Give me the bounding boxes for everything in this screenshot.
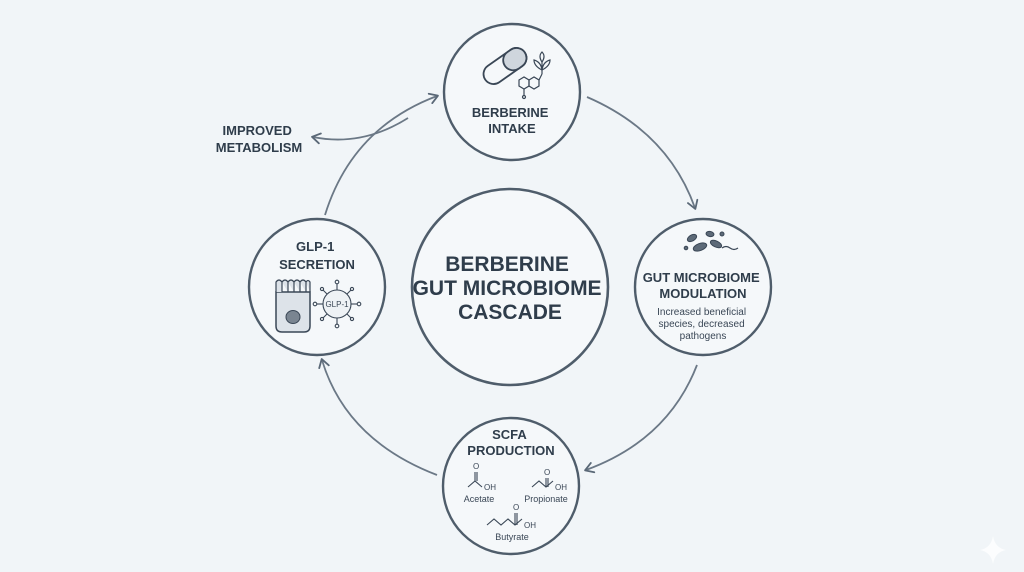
improved-metabolism-line-1: IMPROVED — [223, 123, 292, 138]
intake-title-line-2: INTAKE — [488, 121, 536, 136]
center-title-line-1: BERBERINE — [445, 253, 569, 276]
improved-metabolism-line-2: METABOLISM — [216, 140, 302, 155]
capsule-icon — [482, 47, 528, 85]
arrow-to-improved-metabolism — [311, 117, 409, 145]
bacteria-icon — [683, 230, 739, 252]
svg-text:BERBERINE GUT MICROBIOME: BERBERINE GUT MICROBIOME CASCADE — [413, 253, 608, 324]
glp1-hormone-icon — [312, 279, 362, 329]
gut-microbiome-node: GUT MICROBIOME MODULATION Increased bene… — [633, 217, 773, 357]
svg-text:GUT MICROBIOME MODULATIO: GUT MICROBIOME MODULATION — [643, 270, 764, 301]
glp1-hormone-label: GLP-1 — [325, 300, 349, 309]
scfa-production-node: SCFA PRODUCTION O OH Acetate O OH Propio… — [441, 416, 581, 556]
svg-text:BERBERINE INTAKE: BERBERINE INTAKE — [472, 105, 552, 136]
acetate-label: Acetate — [464, 494, 495, 504]
propionate-o-label: O — [544, 468, 550, 477]
improved-metabolism-label: IMPROVED METABOLISM — [216, 123, 302, 155]
butyrate-o-label: O — [513, 503, 519, 512]
acetate-structure — [467, 472, 483, 488]
arrow-scfa-to-glp1 — [318, 358, 438, 476]
microbiome-desc-line-3: pathogens — [680, 331, 727, 342]
arrow-intake-to-microbiome — [586, 96, 699, 210]
arrow-glp1-to-intake — [324, 92, 439, 216]
microbiome-title-line-2: MODULATION — [659, 286, 746, 301]
svg-text:Increased beneficial spe: Increased beneficial species, decreased … — [657, 307, 749, 342]
enteroendocrine-cell-icon — [275, 279, 311, 333]
molecule-plant-icon — [518, 51, 551, 100]
butyrate-label: Butyrate — [495, 532, 529, 542]
svg-text:GLP-1 SECRETION: GLP-1 SECRETION — [279, 239, 355, 272]
scfa-title-line-1: SCFA — [492, 427, 527, 442]
center-node: BERBERINE GUT MICROBIOME CASCADE — [410, 187, 610, 387]
glp1-secretion-node: GLP-1 SECRETION GLP-1 — [247, 217, 387, 357]
propionate-label: Propionate — [524, 494, 568, 504]
center-title-line-2: GUT MICROBIOME — [413, 277, 602, 300]
berberine-intake-node: BERBERINE INTAKE — [442, 22, 582, 162]
acetate-oh-label: OH — [484, 483, 496, 492]
butyrate-structure — [486, 513, 523, 526]
scfa-title-line-2: PRODUCTION — [467, 443, 554, 458]
arrow-microbiome-to-scfa — [584, 364, 698, 474]
acetate-o-label: O — [473, 462, 479, 471]
sparkle-icon — [980, 536, 1006, 564]
cycle-arrows — [311, 92, 699, 476]
glp1-title-line-1: GLP-1 — [296, 239, 334, 254]
intake-title-line-1: BERBERINE — [472, 105, 549, 120]
propionate-structure — [531, 478, 554, 488]
propionate-oh-label: OH — [555, 483, 567, 492]
microbiome-desc-line-2: species, decreased — [659, 319, 745, 330]
microbiome-desc-line-1: Increased beneficial — [657, 307, 746, 318]
glp1-title-line-2: SECRETION — [279, 257, 355, 272]
svg-text:SCFA PRODUCTION: SCFA PRODUCTION — [467, 427, 554, 458]
center-title-line-3: CASCADE — [458, 301, 562, 324]
butyrate-oh-label: OH — [524, 521, 536, 530]
microbiome-title-line-1: GUT MICROBIOME — [643, 270, 760, 285]
